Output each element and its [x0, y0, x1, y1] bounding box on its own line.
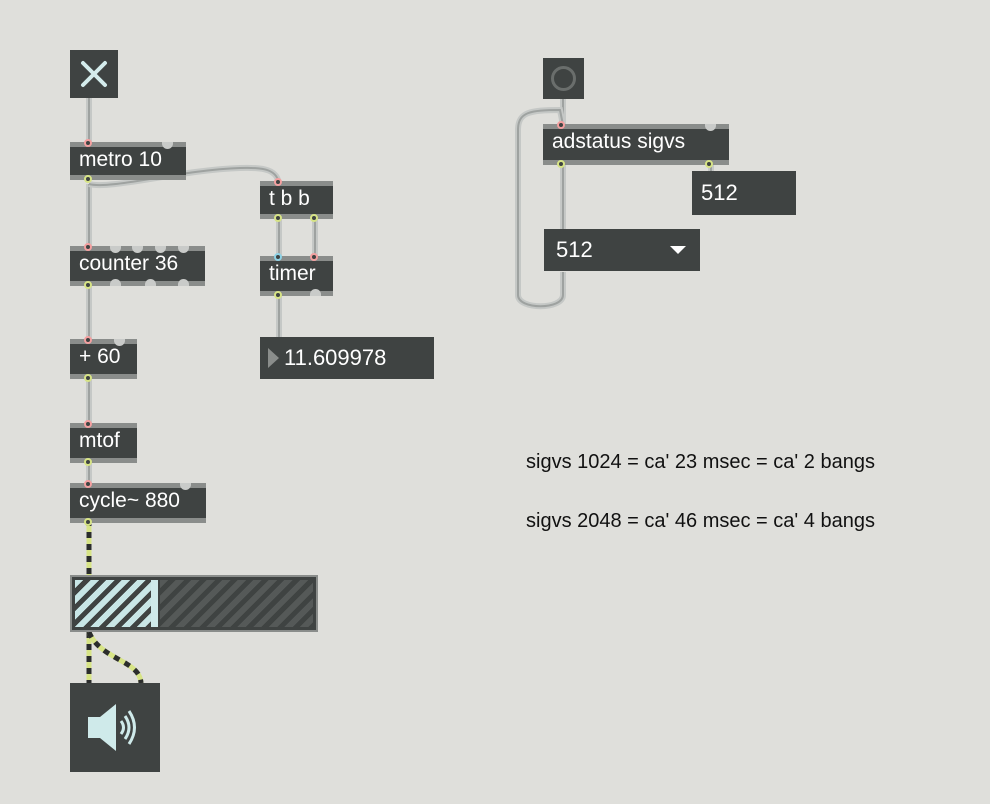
- triangle-down-icon: [670, 246, 686, 254]
- trigger-outlet-left[interactable]: [274, 214, 282, 222]
- metro-inlet-right[interactable]: [162, 142, 173, 149]
- bang-circle-icon: [551, 66, 576, 91]
- counter-outlet-3[interactable]: [145, 279, 156, 286]
- trigger-label: t b b: [269, 187, 310, 210]
- sigvs-display: 512: [692, 171, 796, 215]
- counter-outlet-4[interactable]: [178, 279, 189, 286]
- timer-outlet-left[interactable]: [274, 291, 282, 299]
- cycle-object[interactable]: cycle~ 880: [70, 480, 206, 526]
- counter-inlet-3[interactable]: [132, 246, 143, 253]
- timer-object[interactable]: timer: [260, 253, 333, 299]
- bang-button[interactable]: [543, 58, 584, 99]
- x-icon: [81, 61, 107, 87]
- counter-inlet-4[interactable]: [155, 246, 166, 253]
- cycle-label: cycle~ 880: [79, 489, 180, 512]
- mtof-outlet[interactable]: [84, 458, 92, 466]
- counter-label: counter 36: [79, 252, 179, 275]
- counter-inlet-1[interactable]: [84, 243, 92, 251]
- gain-slider-knob[interactable]: [151, 580, 158, 627]
- mtof-label: mtof: [79, 429, 120, 452]
- metro-label: metro 10: [79, 148, 162, 171]
- adstatus-inlet-right[interactable]: [705, 124, 716, 131]
- ezdac-button[interactable]: [70, 683, 160, 772]
- comment-sigvs-2048: sigvs 2048 = ca' 46 msec = ca' 4 bangs: [526, 510, 875, 532]
- mtof-inlet[interactable]: [84, 420, 92, 428]
- gain-slider-fill: [75, 580, 151, 627]
- adstatus-object[interactable]: adstatus sigvs: [543, 121, 729, 168]
- counter-inlet-5[interactable]: [178, 246, 189, 253]
- timer-number-box[interactable]: 11.609978: [260, 337, 434, 379]
- gain-slider[interactable]: [70, 575, 318, 632]
- metro-object[interactable]: metro 10: [70, 139, 186, 183]
- metro-inlet-left[interactable]: [84, 139, 92, 147]
- cord-meter-speaker-right: [86, 630, 144, 684]
- mtof-object[interactable]: mtof: [70, 420, 137, 466]
- trigger-object[interactable]: t b b: [260, 178, 333, 222]
- speaker-icon: [88, 704, 136, 751]
- timer-label: timer: [269, 262, 316, 285]
- counter-outlet-1[interactable]: [84, 281, 92, 289]
- gain-slider-track: [160, 580, 313, 627]
- trigger-outlet-right[interactable]: [310, 214, 318, 222]
- plus-object[interactable]: + 60: [70, 336, 137, 382]
- plus-inlet-left[interactable]: [84, 336, 92, 344]
- plus-outlet[interactable]: [84, 374, 92, 382]
- adstatus-inlet-left[interactable]: [557, 121, 565, 129]
- timer-inlet-left[interactable]: [274, 253, 282, 261]
- sigvs-display-value: 512: [701, 180, 738, 205]
- cycle-inlet-right[interactable]: [180, 483, 191, 490]
- cycle-inlet-left[interactable]: [84, 480, 92, 488]
- triangle-right-icon: [268, 348, 279, 368]
- comment-sigvs-1024: sigvs 1024 = ca' 23 msec = ca' 2 bangs: [526, 451, 875, 473]
- counter-outlet-2[interactable]: [110, 279, 121, 286]
- adstatus-outlet-left[interactable]: [557, 160, 565, 168]
- toggle[interactable]: [70, 50, 118, 98]
- metro-outlet[interactable]: [84, 175, 92, 183]
- plus-inlet-right[interactable]: [114, 339, 125, 346]
- cycle-outlet[interactable]: [84, 518, 92, 526]
- plus-label: + 60: [79, 345, 121, 368]
- sigvs-menu-value: 512: [556, 237, 593, 262]
- timer-outlet-right[interactable]: [310, 289, 321, 296]
- adstatus-label: adstatus sigvs: [552, 130, 686, 153]
- counter-inlet-2[interactable]: [110, 246, 121, 253]
- timer-inlet-right[interactable]: [310, 253, 318, 261]
- sigvs-menu[interactable]: 512: [544, 229, 700, 271]
- counter-object[interactable]: counter 36: [70, 243, 205, 289]
- adstatus-outlet-right[interactable]: [705, 160, 713, 168]
- timer-number-value: 11.609978: [284, 345, 387, 370]
- trigger-inlet[interactable]: [274, 178, 282, 186]
